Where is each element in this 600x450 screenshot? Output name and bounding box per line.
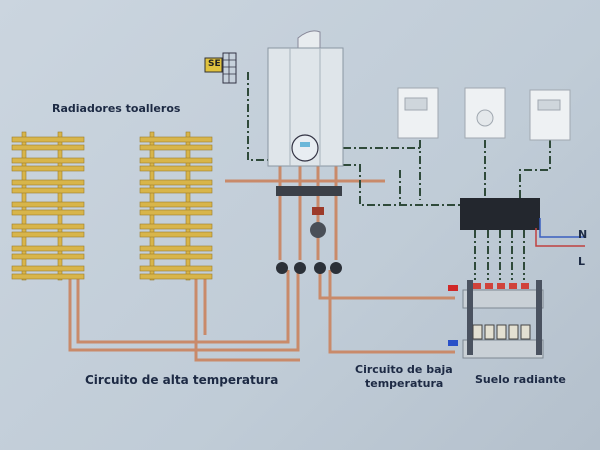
hydraulic-group [276,186,342,274]
underfloor-manifold [448,280,544,359]
towel-radiator-right [139,131,213,281]
neutral-label: N [578,228,588,241]
low-temp-circuit-label-2: temperatura [365,377,444,390]
towel-radiator-left [11,131,85,281]
control-box [460,198,585,247]
live-label: L [578,255,586,268]
pipes [68,165,455,362]
low-temp-circuit-label-1: Circuito de baja [355,363,453,376]
boiler [267,30,344,167]
outdoor-sensor [204,52,237,84]
control-wires [247,72,551,280]
sensor-label: SE [208,59,221,69]
towel-radiators-label: Radiadores toalleros [52,102,181,115]
high-temp-circuit-label: Circuito de alta temperatura [85,373,279,387]
thermostats [397,87,571,141]
underfloor-label: Suelo radiante [475,373,566,386]
